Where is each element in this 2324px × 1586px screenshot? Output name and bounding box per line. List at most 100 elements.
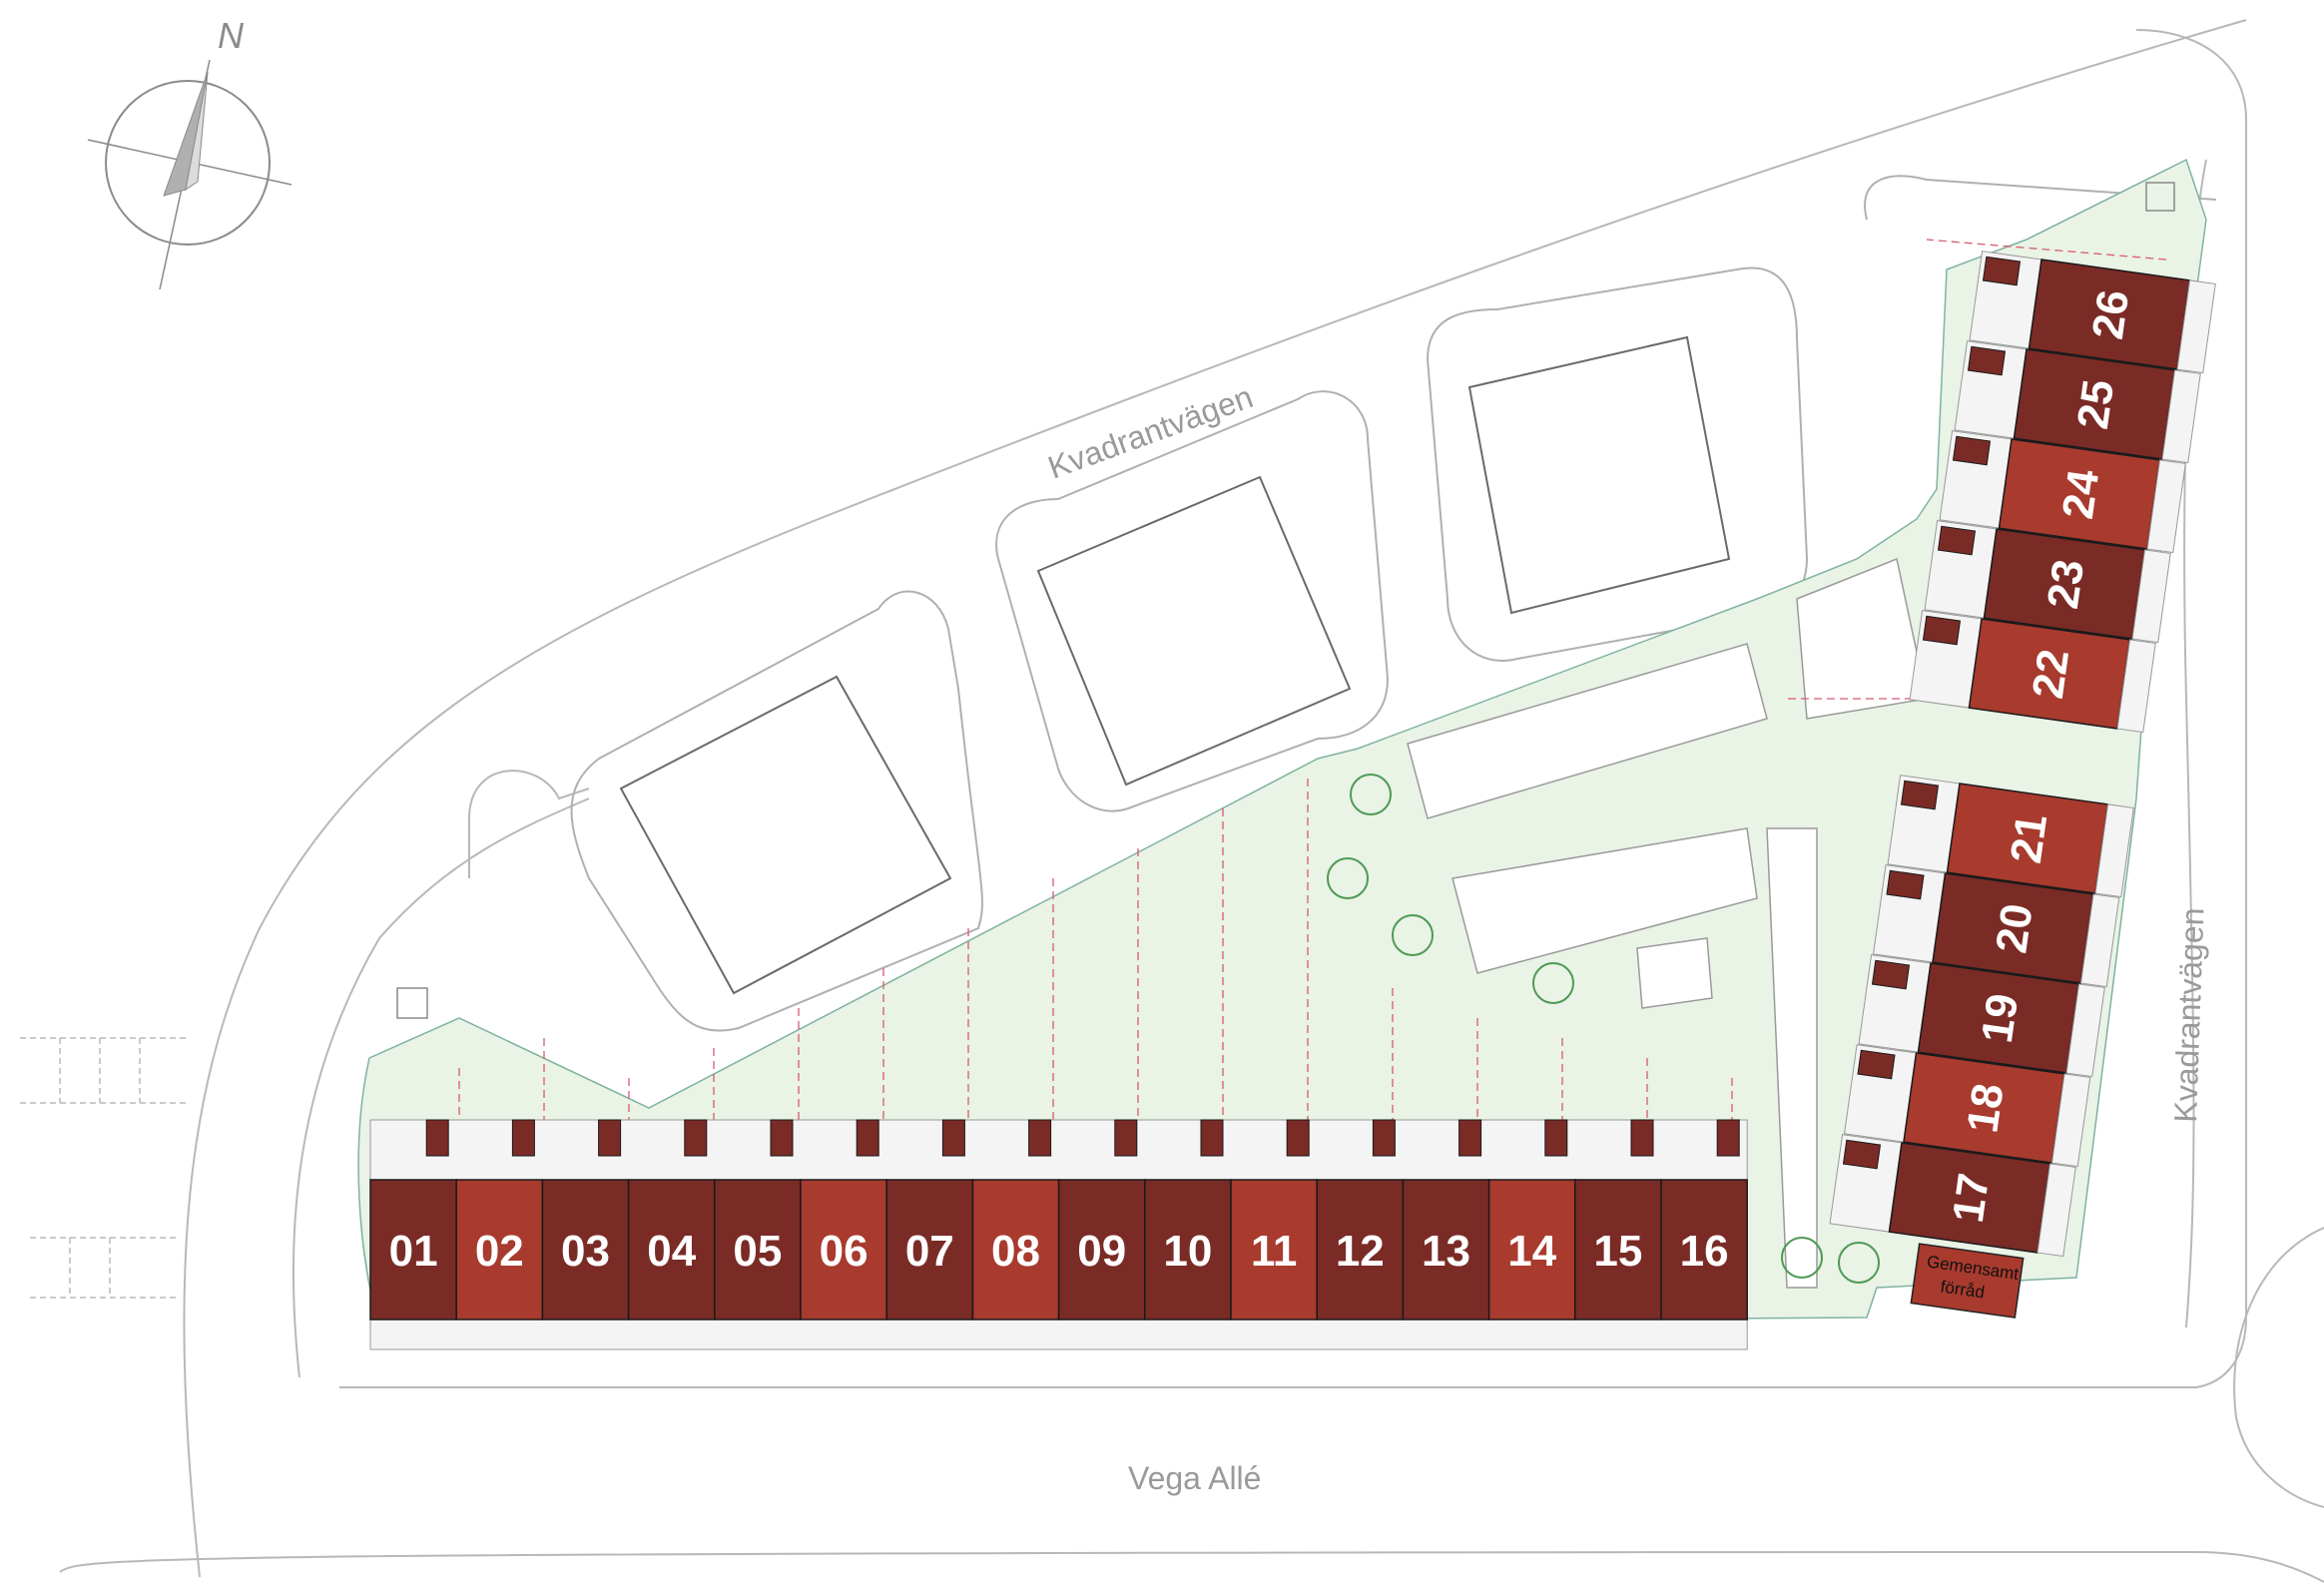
unit-block[interactable]: [1660, 1179, 1748, 1321]
entrance-strip: [2131, 549, 2171, 644]
unit-number: 12: [1336, 1227, 1385, 1276]
shed-icon: [511, 1119, 535, 1157]
west-parking: [20, 1037, 190, 1299]
shed-icon: [1458, 1119, 1482, 1157]
unit-number: 14: [1507, 1227, 1556, 1276]
tree-icon: [1838, 1242, 1880, 1284]
unit-block[interactable]: [885, 1179, 974, 1321]
entrance-strip: [2161, 369, 2201, 464]
unit-block[interactable]: [627, 1179, 716, 1321]
unit-20[interactable]: 20: [1872, 864, 2120, 988]
unit-number: 19: [1973, 991, 2028, 1046]
shed-icon: [856, 1119, 879, 1157]
entrance-strip: [2079, 893, 2120, 988]
unit-number: 01: [389, 1227, 438, 1276]
unit-18[interactable]: 18: [1843, 1044, 2091, 1168]
unit-05[interactable]: 05: [714, 1119, 802, 1321]
unit-number: 23: [2038, 557, 2093, 612]
unit-04[interactable]: 04: [627, 1119, 716, 1321]
unit-block[interactable]: [369, 1179, 457, 1321]
shed-icon: [1544, 1119, 1568, 1157]
unit-block[interactable]: [800, 1179, 887, 1321]
unit-block[interactable]: [1057, 1179, 1146, 1321]
shed-icon: [1922, 615, 1962, 646]
unit-01[interactable]: 01: [369, 1119, 457, 1321]
shared-storage[interactable]: Gemensamt förråd: [1910, 1243, 2025, 1319]
unit-number: 06: [820, 1227, 869, 1276]
north-label: N: [218, 15, 245, 56]
north-bay-outlines: [570, 175, 2217, 1032]
unit-block[interactable]: [1402, 1179, 1490, 1321]
shed-icon: [425, 1119, 449, 1157]
unit-number: 20: [1987, 901, 2041, 956]
shed-icon: [1857, 1049, 1896, 1080]
bike-shelter: [396, 182, 2175, 1019]
unit-block[interactable]: [1230, 1179, 1318, 1321]
unit-25[interactable]: 25: [1954, 340, 2201, 464]
shed-icon: [1028, 1119, 1052, 1157]
unit-number: 05: [733, 1227, 782, 1276]
shed-icon: [1937, 525, 1977, 556]
trees: [1327, 774, 1880, 1284]
shed-icon: [1200, 1119, 1224, 1157]
unit-number: 10: [1163, 1227, 1212, 1276]
shed-icon: [1886, 869, 1925, 900]
shed-icon: [1842, 1139, 1882, 1170]
unit-number: 15: [1593, 1227, 1642, 1276]
unit-02[interactable]: 02: [455, 1119, 544, 1321]
unit-15[interactable]: 15: [1574, 1119, 1662, 1321]
unit-block[interactable]: [1487, 1179, 1576, 1321]
entrance-strip: [2065, 983, 2105, 1078]
unit-number: 04: [647, 1227, 696, 1276]
unit-block[interactable]: [455, 1179, 544, 1321]
unit-number: 03: [561, 1227, 610, 1276]
unit-12[interactable]: 12: [1316, 1119, 1405, 1321]
unit-number: 25: [2068, 377, 2123, 432]
unit-number: 24: [2053, 466, 2108, 522]
unit-number: 02: [475, 1227, 524, 1276]
entrance-strip: [2036, 1163, 2076, 1258]
unit-23[interactable]: 23: [1924, 520, 2171, 644]
shed-icon: [1716, 1119, 1740, 1157]
unit-10[interactable]: 10: [1144, 1119, 1232, 1321]
unit-09[interactable]: 09: [1057, 1119, 1146, 1321]
unit-number: 17: [1944, 1171, 1999, 1226]
unit-07[interactable]: 07: [885, 1119, 974, 1321]
tree-icon: [1392, 914, 1434, 956]
unit-19[interactable]: 19: [1858, 954, 2105, 1078]
unit-block[interactable]: [714, 1179, 802, 1321]
unit-17[interactable]: 17: [1829, 1134, 2076, 1258]
entrance-strip: [2176, 279, 2216, 374]
shed-icon: [1114, 1119, 1138, 1157]
unit-block[interactable]: [1316, 1179, 1405, 1321]
unit-number: 26: [2083, 287, 2138, 342]
unit-13[interactable]: 13: [1402, 1119, 1490, 1321]
unit-block[interactable]: [541, 1179, 630, 1321]
tree-icon: [1350, 774, 1392, 815]
north-building-plots: [619, 335, 1731, 995]
unit-22[interactable]: 22: [1909, 610, 2156, 734]
entrance-strip: [2116, 639, 2156, 734]
unit-block[interactable]: [1574, 1179, 1662, 1321]
shed-icon: [1952, 435, 1992, 466]
unit-26[interactable]: 26: [1969, 251, 2216, 374]
shed-icon: [1286, 1119, 1310, 1157]
unit-number: 09: [1077, 1227, 1126, 1276]
unit-21[interactable]: 21: [1887, 775, 2134, 898]
entrance-strip: [369, 1319, 1748, 1350]
unit-block[interactable]: [1144, 1179, 1232, 1321]
entrance-strip: [2050, 1073, 2091, 1168]
unit-number: 18: [1958, 1081, 2013, 1136]
shed-icon: [1871, 959, 1911, 990]
unit-16[interactable]: 16: [1660, 1119, 1748, 1321]
shed-icon: [770, 1119, 794, 1157]
unit-14[interactable]: 14: [1487, 1119, 1576, 1321]
unit-11[interactable]: 11: [1230, 1119, 1318, 1321]
unit-03[interactable]: 03: [541, 1119, 630, 1321]
unit-number: 21: [2002, 811, 2056, 866]
unit-24[interactable]: 24: [1939, 430, 2186, 554]
road-label-south: Vega Allé: [1128, 1460, 1261, 1496]
unit-number: 22: [2024, 647, 2078, 702]
road-label-north: Kvadrantvägen: [1043, 378, 1258, 485]
unit-06[interactable]: 06: [800, 1119, 887, 1321]
